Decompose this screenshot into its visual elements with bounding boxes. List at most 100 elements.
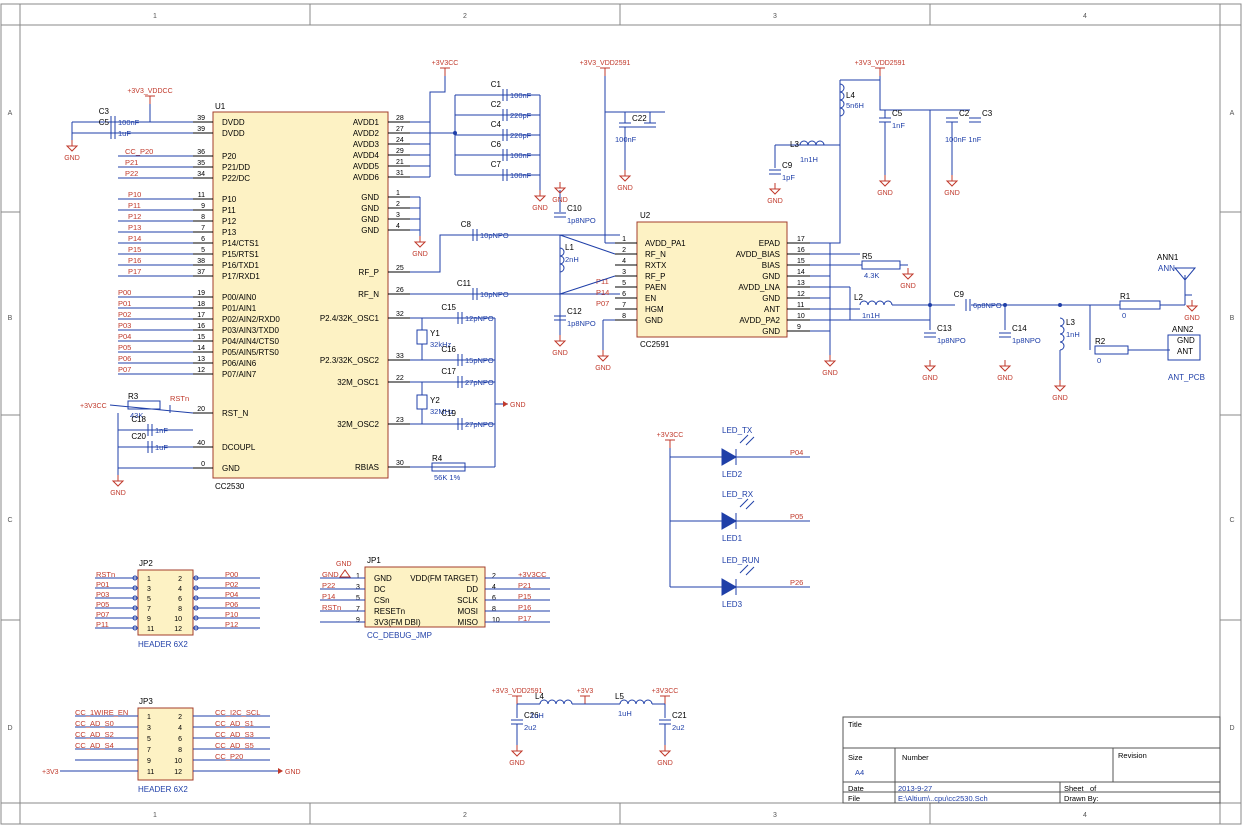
- cap-value: 220pF: [510, 131, 532, 140]
- cap-ref: C26: [524, 711, 539, 720]
- jp1-pin-name: DC: [374, 585, 386, 594]
- cap-value: 27pNPO: [465, 420, 494, 429]
- u1-pin-number: 33: [396, 353, 404, 360]
- inductor-ref: L2: [854, 293, 863, 302]
- ground-label: GND: [412, 251, 428, 258]
- cap-value: 100nF 1nF: [945, 135, 982, 144]
- u1-part: CC2530: [215, 482, 245, 491]
- u1-pin-name: RF_P: [359, 268, 379, 277]
- led-ray: [739, 564, 749, 574]
- ground-label: GND: [877, 190, 893, 197]
- u1-pin-name: AVDD1: [353, 118, 380, 127]
- jp3-left-net: CC_AD_S0: [75, 719, 114, 728]
- cap-ref: C20: [131, 432, 146, 441]
- inductor-value: 5n6H: [846, 101, 864, 110]
- jp2-pin-num: 2: [178, 576, 182, 583]
- u1-pin-name: AVDD4: [353, 151, 380, 160]
- jp1-pin-num: 5: [356, 595, 360, 602]
- u1-pin-number: 28: [396, 115, 404, 122]
- cap-value: 1pF: [782, 173, 795, 182]
- jp3-pin-num: 1: [147, 714, 151, 721]
- title-label: Title: [848, 720, 862, 729]
- gnd-net-label: GND: [510, 402, 526, 409]
- u1-pin-name: P20: [222, 152, 237, 161]
- ground-icon: [339, 569, 351, 578]
- cap-ref: C6: [491, 140, 502, 149]
- u1-pin-number: 6: [201, 236, 205, 243]
- jp2-part: HEADER 6X2: [138, 640, 188, 649]
- jp1-right-net: P16: [518, 603, 531, 612]
- ground-label: GND: [997, 375, 1013, 382]
- u1-pin-number: 35: [197, 160, 205, 167]
- sheet-label: Sheet: [1064, 784, 1085, 793]
- net-label: P15: [128, 245, 141, 254]
- net-label: P06: [118, 354, 131, 363]
- u1-pin-number: 27: [396, 126, 404, 133]
- jp1-right-net: +3V3CC: [518, 570, 547, 579]
- u1-pin-name: P12: [222, 217, 237, 226]
- cap-ref: C13: [937, 324, 952, 333]
- ground-label: GND: [657, 760, 673, 767]
- u1-pin-number: 29: [396, 148, 404, 155]
- u1-pin-number: 4: [396, 223, 400, 230]
- led-net-label: P26: [790, 578, 803, 587]
- led-ray: [745, 500, 755, 510]
- cap-ref: C19: [441, 409, 456, 418]
- u1-pin-number: 18: [197, 301, 205, 308]
- cap-ref: C5: [99, 118, 110, 127]
- cap-ref: C10: [567, 204, 582, 213]
- jp1-left-net: RSTn: [322, 603, 341, 612]
- u2-pin-number: 5: [622, 280, 626, 287]
- jp1-pin-name: RESETn: [374, 607, 405, 616]
- resistor-value: 56K 1%: [434, 473, 461, 482]
- u2-pin-name: RF_N: [645, 250, 666, 259]
- u1-pin-number: 38: [197, 258, 205, 265]
- jp3-pin-num: 6: [178, 736, 182, 743]
- cap-value: 1p8NPO: [937, 336, 966, 345]
- jp1-pin-name: VDD(FM TARGET): [410, 574, 478, 583]
- u1-pin-name: P04/AIN4/CTS0: [222, 337, 279, 346]
- inductor-coil: [859, 300, 893, 306]
- u2-pin-name: EPAD: [759, 239, 780, 248]
- u1-pin-name: RST_N: [222, 409, 248, 418]
- led-ref: LED_RUN: [722, 556, 760, 565]
- inductor-coil: [839, 83, 845, 117]
- net-label: P12: [128, 212, 141, 221]
- u2-pin-name: RXTX: [645, 261, 667, 270]
- cap-ref: C16: [441, 345, 456, 354]
- ground-label: GND: [595, 365, 611, 372]
- resistor-ref: R3: [128, 392, 139, 401]
- u1-pin-name: RF_N: [358, 290, 379, 299]
- jp2-pin-dot: [193, 615, 199, 621]
- jp2-left-net: P01: [96, 580, 109, 589]
- cap-ref: C14: [1012, 324, 1027, 333]
- cap-value: 100nF: [615, 135, 637, 144]
- net-label: CC_P20: [125, 147, 153, 156]
- jp1-pin-num: 7: [356, 606, 360, 613]
- jp1-left-net: P14: [322, 592, 335, 601]
- u1-pin-name: 32M_OSC1: [337, 378, 379, 387]
- crystal-value: 32kHz: [430, 340, 452, 349]
- u1-pin-number: 39: [197, 126, 205, 133]
- jp1-pin-num: 1: [356, 573, 360, 580]
- u1-pin-name: AVDD6: [353, 173, 380, 182]
- jp3-pin-num: 8: [178, 747, 182, 754]
- u1-pin-name: AVDD2: [353, 129, 380, 138]
- u2-pin-number: 6: [622, 291, 626, 298]
- resistor-value: 4.3K: [864, 271, 879, 280]
- u2-pin-number: 3: [622, 269, 626, 276]
- u2-pin-name: BIAS: [762, 261, 780, 270]
- junction-dot: [1058, 303, 1062, 307]
- u1-pin-number: 39: [197, 115, 205, 122]
- u1-pin-number: 15: [197, 334, 205, 341]
- ground-label: GND: [532, 205, 548, 212]
- jp1-pin-num: 8: [492, 606, 496, 613]
- cap-value: 220pF: [510, 111, 532, 120]
- u1-pin-number: 8: [201, 214, 205, 221]
- u1-pin-name: DVDD: [222, 118, 245, 127]
- u1-pin-name: DCOUPL: [222, 443, 256, 452]
- ant-pcb-box: [1167, 334, 1201, 361]
- u2-ref: U2: [640, 211, 651, 220]
- jp3-pin-num: 2: [178, 714, 182, 721]
